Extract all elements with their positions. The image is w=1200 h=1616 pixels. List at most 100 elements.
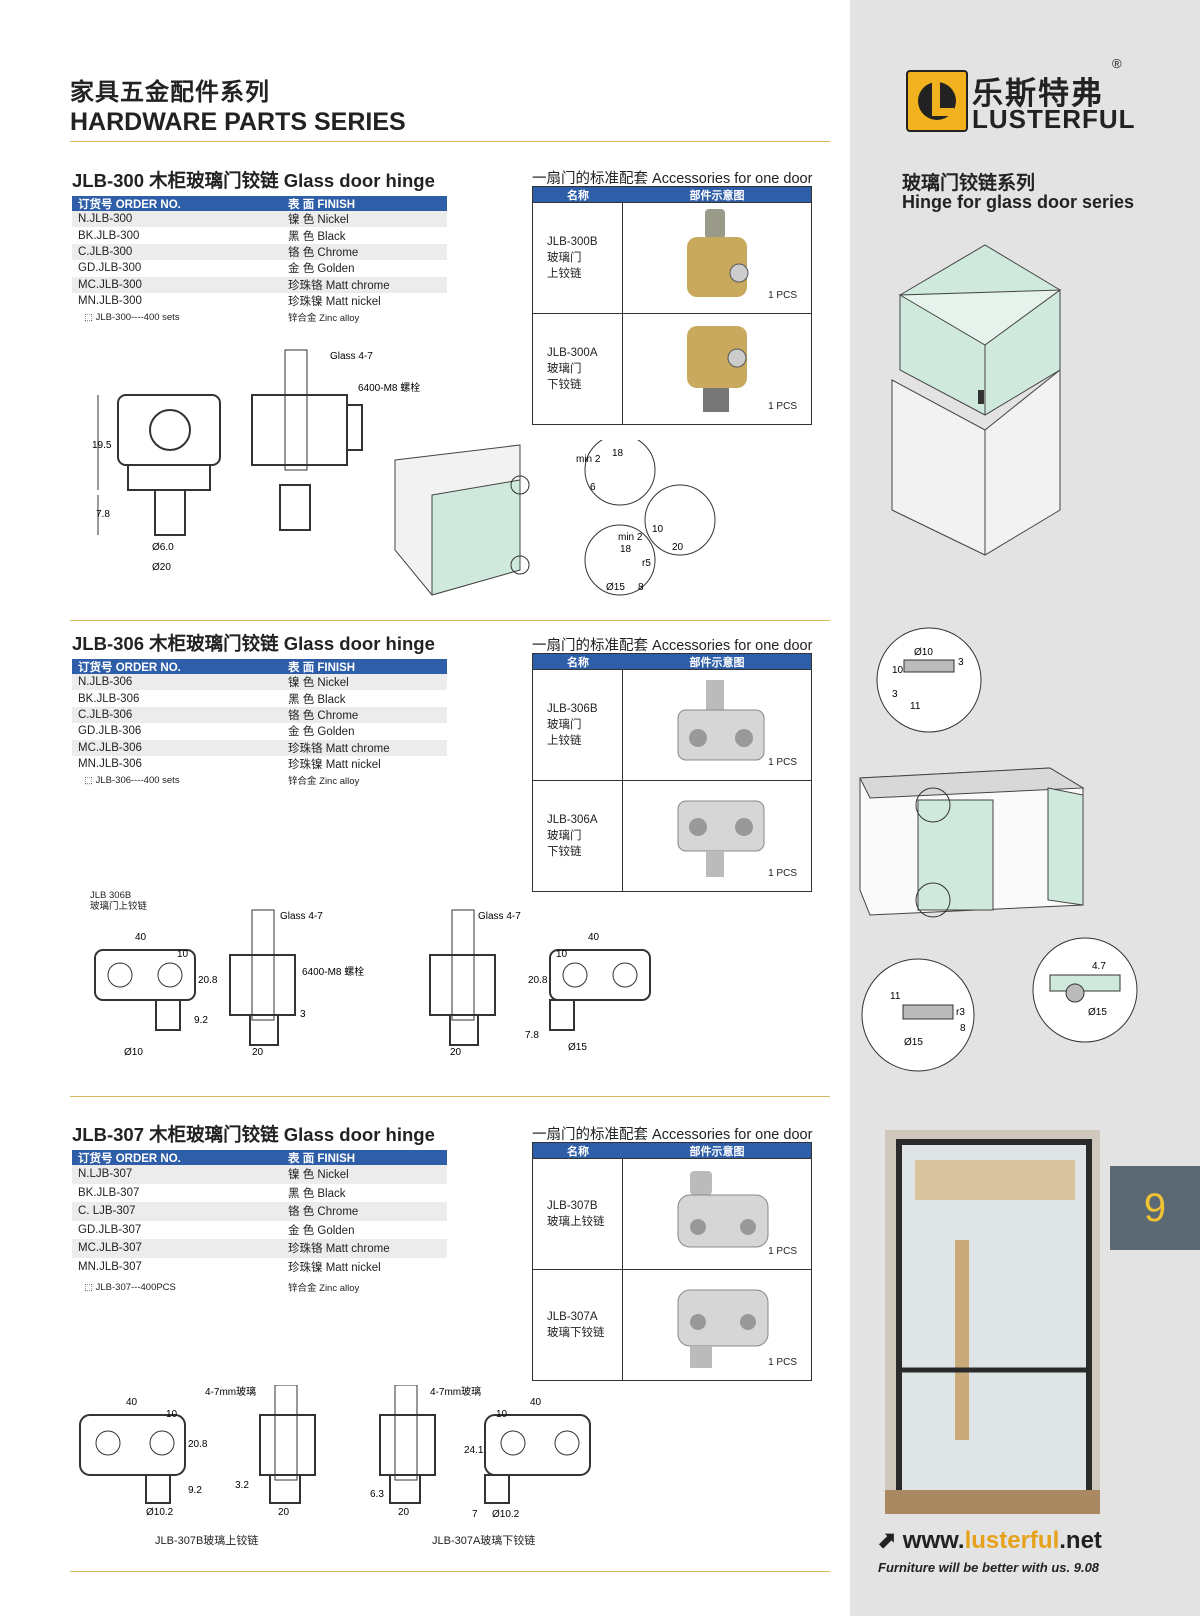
hinge-306a-drawing: Glass 4-7 20 40 10 20.8 7.8 Ø15 — [429, 909, 651, 1058]
hinge-detail-circle: 4.7 Ø15 — [1032, 937, 1138, 1043]
registered-mark: ® — [1112, 56, 1122, 71]
svg-text:Ø10.2: Ø10.2 — [492, 1509, 520, 1520]
hinge-307b-image — [677, 1171, 769, 1248]
svg-text:20: 20 — [672, 542, 684, 553]
brand-panel: 乐斯特弗 LUSTERFUL ® 玻璃门铰链系列 Hinge for glass… — [850, 0, 1200, 1616]
svg-text:Ø15: Ø15 — [568, 1042, 587, 1053]
svg-text:3: 3 — [892, 689, 898, 700]
section-rule — [70, 1096, 830, 1097]
svg-text:Ø6.0: Ø6.0 — [152, 542, 174, 553]
package-icon: ⬚ — [84, 1281, 96, 1293]
brand-name-cn: 乐斯特弗 — [972, 76, 1104, 111]
hinge-detail-circle: Ø10 3 10 3 11 — [876, 627, 982, 733]
svg-text:7.8: 7.8 — [525, 1030, 539, 1041]
header-title-en: HARDWARE PARTS SERIES — [70, 108, 406, 136]
svg-text:6400-M8 螺栓: 6400-M8 螺栓 — [302, 965, 364, 978]
svg-text:7: 7 — [472, 1509, 478, 1520]
svg-text:Ø15: Ø15 — [904, 1037, 923, 1048]
accessories-title: 一扇门的标准配套 Accessories for one door — [532, 1127, 813, 1143]
svg-text:Glass 4-7: Glass 4-7 — [280, 911, 323, 922]
hinge-300-side-drawing: Glass 4-7 6400-M8 螺栓 — [251, 349, 420, 531]
svg-text:20: 20 — [450, 1047, 462, 1058]
hinge-306a-image — [677, 800, 765, 877]
accessories-table: 名称部件示意图 JLB-306B 玻璃门 上铰链 1 PCS JLB-306A … — [532, 653, 812, 892]
svg-text:6: 6 — [590, 482, 596, 493]
package-icon: ⬚ — [84, 774, 96, 786]
page-number-tab: 9 — [1110, 1166, 1200, 1250]
svg-text:3: 3 — [958, 657, 964, 668]
svg-text:20.8: 20.8 — [188, 1439, 208, 1450]
svg-text:20.8: 20.8 — [198, 975, 218, 986]
svg-text:Glass 4-7: Glass 4-7 — [478, 911, 521, 922]
svg-text:40: 40 — [588, 932, 600, 943]
svg-text:min 2: min 2 — [576, 454, 601, 465]
svg-text:Ø20: Ø20 — [152, 562, 171, 573]
drawing-caption: JLB-307A玻璃下铰链 — [432, 1535, 536, 1547]
svg-text:4-7mm玻璃: 4-7mm玻璃 — [205, 1385, 256, 1398]
cabinet-open-door-illustration — [859, 767, 1085, 918]
accessories-title: 一扇门的标准配套 Accessories for one door — [532, 638, 813, 654]
section-rule — [70, 620, 830, 621]
hinge-300b-image — [687, 209, 749, 297]
hinge-307a-drawing: 4-7mm玻璃 6.3 20 40 10 24.1 7 Ø10.2 — [370, 1385, 591, 1520]
svg-text:min 2: min 2 — [618, 532, 643, 543]
hinge-306b-drawing: 40 10 20.8 9.2 Ø10 Glass 4-7 6400-M8 螺栓 … — [94, 909, 364, 1058]
hinge-307b-drawing: 40 10 20.8 9.2 Ø10.2 4-7mm玻璃 3.2 20 — [79, 1385, 316, 1518]
header-rule — [70, 141, 830, 142]
svg-text:10: 10 — [892, 665, 904, 676]
svg-text:Ø15: Ø15 — [1088, 1007, 1107, 1018]
hinge-307a-image — [677, 1289, 769, 1368]
svg-text:40: 40 — [530, 1397, 542, 1408]
svg-text:6.3: 6.3 — [370, 1489, 384, 1500]
svg-text:Glass 4-7: Glass 4-7 — [330, 351, 373, 362]
svg-text:24.1: 24.1 — [464, 1445, 484, 1456]
lusterful-logo-icon — [906, 70, 968, 132]
hinge-306b-image — [677, 680, 765, 761]
svg-text:r3: r3 — [956, 1007, 965, 1018]
svg-text:9.2: 9.2 — [188, 1485, 202, 1496]
svg-text:10: 10 — [652, 524, 664, 535]
header-title-cn: 家具五金配件系列 — [70, 79, 270, 106]
arrow-icon: ⬈ — [876, 1527, 903, 1554]
svg-text:6400-M8 螺栓: 6400-M8 螺栓 — [358, 381, 420, 394]
svg-text:r5: r5 — [642, 558, 651, 569]
svg-text:19.5: 19.5 — [92, 440, 112, 451]
cabinet-photo — [885, 1130, 1100, 1514]
svg-text:Ø10: Ø10 — [914, 647, 933, 658]
slogan: Furniture will be better with us. 9.08 — [878, 1560, 1100, 1575]
drawing-caption: JLB 306B 玻璃门上铰链 — [90, 890, 148, 912]
svg-text:20: 20 — [252, 1047, 264, 1058]
cabinet-300-illustration: min 2 18 6 min 2 18 r5 Ø15 8 10 20 — [394, 440, 716, 596]
svg-text:10: 10 — [166, 1409, 178, 1420]
brand-name-en: LUSTERFUL — [972, 104, 1136, 134]
product-title: JLB-306 木柜玻璃门铰链 Glass door hinge — [72, 633, 435, 654]
footer-rule — [70, 1571, 830, 1572]
svg-text:10: 10 — [556, 949, 568, 960]
svg-text:8: 8 — [638, 582, 644, 593]
svg-text:11: 11 — [890, 991, 901, 1002]
svg-text:3.2: 3.2 — [235, 1480, 249, 1491]
hinge-300a-image — [687, 326, 747, 412]
svg-text:20.8: 20.8 — [528, 975, 548, 986]
svg-text:40: 40 — [135, 932, 147, 943]
accessories-table: 名称部件示意图 JLB-307B 玻璃上铰链 1 PCS JLB-307A 玻璃… — [532, 1142, 812, 1381]
svg-text:3: 3 — [300, 1009, 306, 1020]
drawing-caption: JLB-307B玻璃上铰链 — [155, 1535, 259, 1547]
website-link[interactable]: ⬈ www.lusterful.net — [876, 1527, 1102, 1554]
